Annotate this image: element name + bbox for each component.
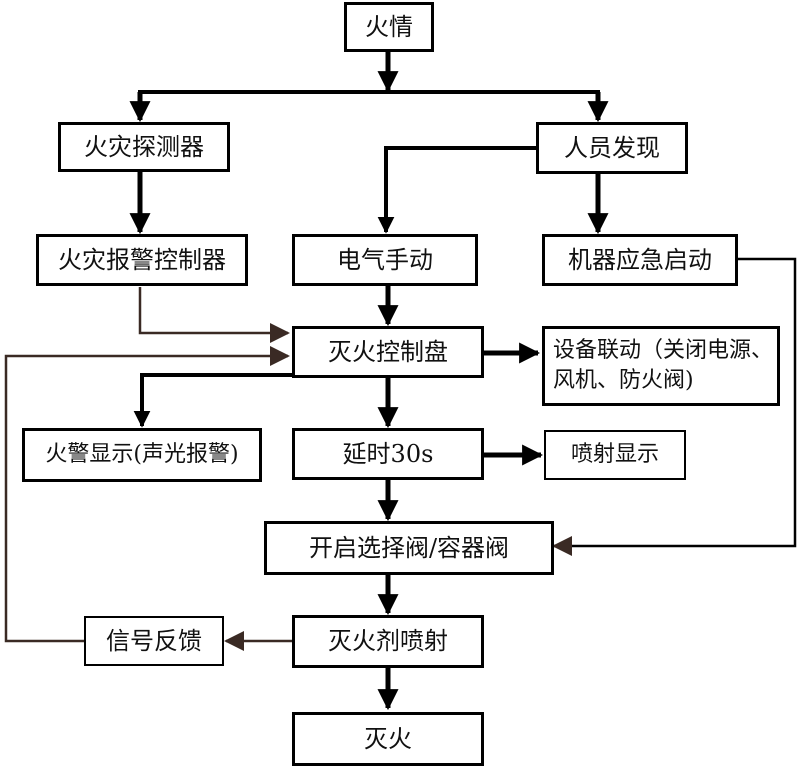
node-person: 人员发现 xyxy=(536,122,688,174)
edge-person-to-electric xyxy=(377,146,536,234)
node-fire-alarm-display: 火警显示(声光报警) xyxy=(22,428,262,482)
node-agent-spray: 灭火剂喷射 xyxy=(292,615,484,668)
node-machine-emergency: 机器应急启动 xyxy=(542,234,738,286)
node-detector: 火灾探测器 xyxy=(58,122,230,172)
node-control-panel: 灭火控制盘 xyxy=(292,326,484,378)
node-open-valve: 开启选择阀/容器阀 xyxy=(264,521,554,575)
edge-panel-to-alarm-display xyxy=(133,373,292,428)
node-fire: 火情 xyxy=(344,2,434,52)
linkage-line-2: 风机、防火阀) xyxy=(553,368,694,393)
node-equipment-linkage: 设备联动（关闭电源、 风机、防火阀) xyxy=(542,326,780,406)
node-delay: 延时30s xyxy=(292,428,484,480)
node-alarm-controller: 火灾报警控制器 xyxy=(36,234,248,286)
edge-alarm-to-panel xyxy=(138,287,290,343)
node-electric-manual: 电气手动 xyxy=(292,234,478,286)
node-spray-display: 喷射显示 xyxy=(544,430,686,480)
linkage-line-1: 设备联动（关闭电源、 xyxy=(553,338,774,364)
edge-feedback-to-panel xyxy=(4,346,290,643)
node-feedback: 信号反馈 xyxy=(84,616,224,666)
node-extinguish: 灭火 xyxy=(292,712,484,766)
edge-machine-to-valve xyxy=(552,257,797,556)
